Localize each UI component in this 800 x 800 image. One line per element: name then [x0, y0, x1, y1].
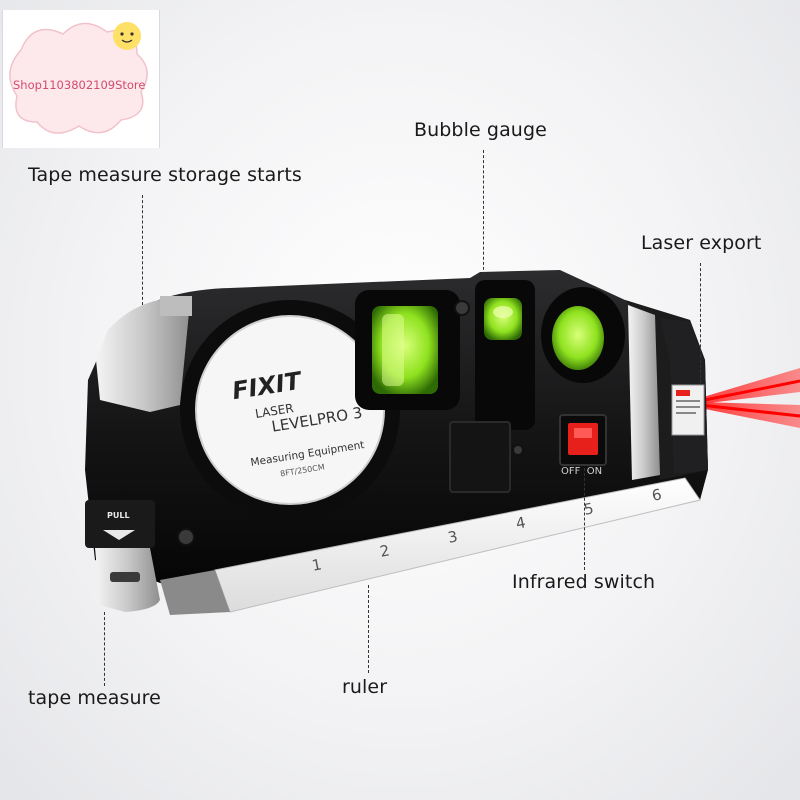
callout-ruler: ruler [342, 676, 388, 698]
tape-hook [85, 500, 160, 612]
cloud-shape [9, 22, 148, 134]
laser-beam [699, 368, 800, 428]
callout-infrared-switch: Infrared switch [512, 571, 656, 593]
tape-storage-lip [160, 296, 192, 316]
ruler-strip [160, 477, 701, 615]
leader-tape-measure [104, 612, 105, 686]
bubble-vial-left [355, 290, 460, 410]
screw [454, 300, 470, 316]
callout-bubble-gauge: Bubble gauge [414, 119, 547, 141]
bubble-vial-round [541, 287, 625, 383]
screw [177, 528, 195, 546]
bubble-vial-top [475, 280, 535, 430]
callout-tape-storage: Tape measure storage starts [28, 164, 302, 186]
sun-icon [113, 22, 141, 50]
brand-label [180, 300, 400, 520]
laser-aperture [671, 384, 705, 436]
leader-infrared-switch [584, 468, 585, 570]
tape-storage-cover [96, 298, 190, 412]
screw [512, 444, 524, 456]
switch-label: OFF ON [561, 466, 603, 477]
leader-bubble-gauge [483, 150, 484, 275]
battery-cover [449, 421, 511, 493]
leader-ruler [368, 585, 369, 673]
shop-badge: Shop1103802109Store [2, 10, 160, 148]
leader-laser-export [700, 263, 701, 383]
callout-tape-measure: tape measure [28, 687, 161, 709]
callout-laser-export: Laser export [641, 232, 762, 254]
leader-tape-storage [142, 195, 143, 305]
infrared-switch [559, 414, 607, 466]
shop-name: Shop1103802109Store [13, 78, 146, 92]
pull-label: PULL [107, 511, 130, 520]
